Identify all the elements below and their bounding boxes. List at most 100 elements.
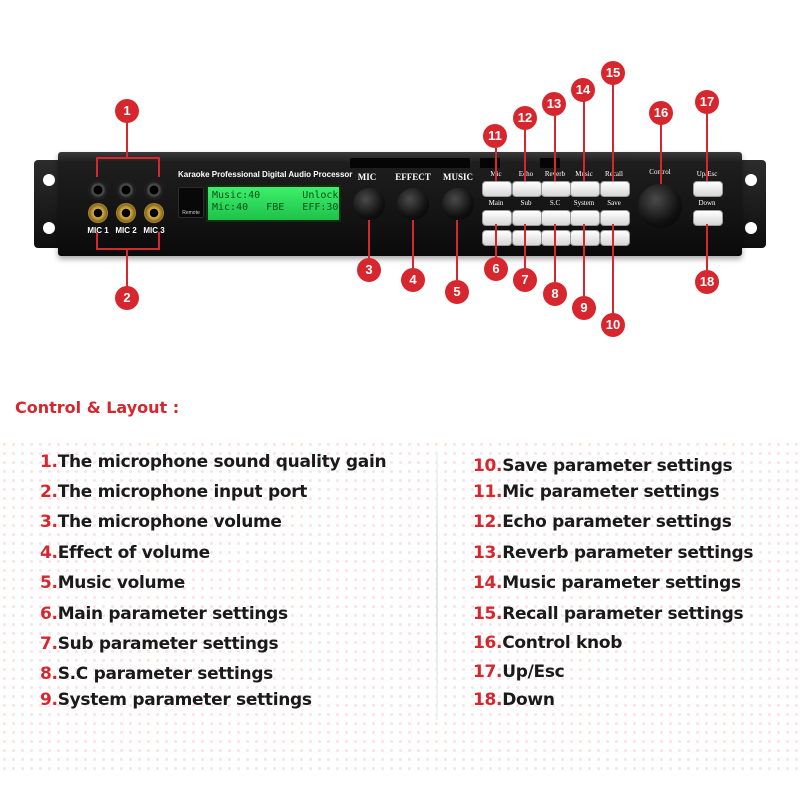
sub-button[interactable] [512, 210, 542, 226]
leader-line [126, 120, 128, 158]
callout-badge-15: 15 [601, 61, 625, 85]
vent-slot [540, 158, 560, 168]
legend-item: 4.Effect of volume [40, 543, 210, 563]
mic-volume-knob[interactable] [353, 188, 385, 220]
legend-item-number: 9. [40, 690, 58, 710]
legend-divider [436, 450, 438, 720]
mic-port-label: MIC 1 [87, 226, 109, 235]
leader-line [126, 248, 128, 288]
leader-line [660, 124, 662, 184]
spare-button[interactable] [600, 230, 630, 246]
echo-button[interactable] [512, 181, 542, 197]
callout-badge-16: 16 [649, 101, 673, 125]
main-button[interactable] [482, 210, 512, 226]
callout-badge-10: 10 [601, 313, 625, 337]
legend-item: 9.System parameter settings [40, 690, 312, 710]
control-knob[interactable] [638, 184, 682, 228]
music-button[interactable] [570, 181, 600, 197]
leader-line [456, 220, 458, 280]
leader-line [612, 82, 614, 181]
callout-badge-14: 14 [571, 78, 595, 102]
legend-item: 16.Control knob [473, 633, 622, 653]
mic-input-port-1[interactable] [88, 203, 108, 223]
legend-item: 11.Mic parameter settings [473, 482, 719, 502]
button-label-system: System [573, 199, 595, 207]
remote-receiver: Remote [178, 187, 204, 218]
save-button[interactable] [600, 210, 630, 226]
leader-line [524, 224, 526, 272]
mic-input-port-2[interactable] [116, 203, 136, 223]
legend-item-number: 4. [40, 543, 58, 563]
legend-item-text: Effect of volume [57, 543, 210, 563]
legend-item-text: Echo parameter settings [502, 512, 732, 532]
recall-button[interactable] [600, 181, 630, 197]
button-label-main: Main [488, 199, 504, 207]
leader-line [495, 224, 497, 262]
leader-line [612, 224, 614, 314]
legend-item-number: 16. [473, 633, 503, 653]
legend-item-number: 7. [40, 634, 58, 654]
lcd-line-1: Music:40 Unlock [212, 190, 339, 201]
legend-item-number: 17. [473, 662, 503, 682]
knob-label-effect: EFFECT [395, 172, 431, 182]
legend-item: 7.Sub parameter settings [40, 634, 279, 654]
spare-button[interactable] [541, 230, 571, 246]
legend-item-text: S.C parameter settings [57, 664, 274, 684]
callout-badge-11: 11 [483, 124, 507, 148]
legend-item-number: 15. [473, 604, 503, 624]
mount-hole [43, 222, 55, 234]
effect-volume-knob[interactable] [397, 188, 429, 220]
legend-item: 6.Main parameter settings [40, 604, 288, 624]
legend-item-number: 12. [473, 512, 503, 532]
system-button[interactable] [570, 210, 600, 226]
legend-item: 2.The microphone input port [40, 482, 307, 502]
legend-item: 1.The microphone sound quality gain [40, 452, 387, 472]
callout-badge-7: 7 [513, 268, 537, 292]
button-label-save: Save [607, 199, 621, 207]
mic-button[interactable] [482, 181, 512, 197]
knob-label-mic: MIC [357, 172, 377, 182]
mic-port-label: MIC 2 [115, 226, 137, 235]
down-button[interactable] [693, 210, 723, 226]
callout-badge-4: 4 [401, 268, 425, 292]
lcd-line-2: Mic:40 FBE EFF:30 [212, 202, 339, 213]
legend-item-text: Mic parameter settings [502, 482, 720, 502]
button-label-recall: Recall [594, 170, 634, 178]
halftone-background [0, 440, 800, 770]
legend-item-number: 10. [473, 456, 503, 476]
legend-item-text: The microphone input port [57, 482, 308, 502]
reverb-button[interactable] [541, 181, 571, 197]
callout-badge-12: 12 [513, 106, 537, 130]
legend-item-number: 18. [473, 690, 503, 710]
legend-item: 10.Save parameter settings [473, 456, 733, 476]
callout-bracket-top [96, 157, 160, 177]
knob-label-music: MUSIC [442, 172, 473, 182]
panel-title: Karaoke Professional Digital Audio Proce… [178, 170, 353, 179]
legend-item-number: 6. [40, 604, 58, 624]
sc-button[interactable] [541, 210, 571, 226]
legend-item-text: Control knob [502, 633, 623, 653]
callout-badge-13: 13 [542, 92, 566, 116]
legend-item: 5.Music volume [40, 573, 185, 593]
leader-line [583, 224, 585, 296]
mount-hole [43, 174, 55, 186]
legend-item: 8.S.C parameter settings [40, 664, 273, 684]
leader-line [706, 112, 708, 181]
vent-slot [350, 158, 470, 168]
music-volume-knob[interactable] [442, 188, 474, 220]
legend-item-text: Music parameter settings [502, 573, 741, 593]
legend-item-text: Main parameter settings [57, 604, 288, 624]
callout-badge-18: 18 [695, 270, 719, 294]
spare-button[interactable] [512, 230, 542, 246]
spare-button[interactable] [482, 230, 512, 246]
legend-item-number: 1. [40, 452, 58, 472]
leader-line [495, 148, 497, 181]
up-esc-button[interactable] [693, 181, 723, 197]
legend-item-number: 5. [40, 573, 58, 593]
legend-item-text: Recall parameter settings [502, 604, 744, 624]
legend-item-text: Up/Esc [502, 662, 565, 682]
legend-item: 12.Echo parameter settings [473, 512, 732, 532]
spare-button[interactable] [570, 230, 600, 246]
mic-input-port-3[interactable] [144, 203, 164, 223]
